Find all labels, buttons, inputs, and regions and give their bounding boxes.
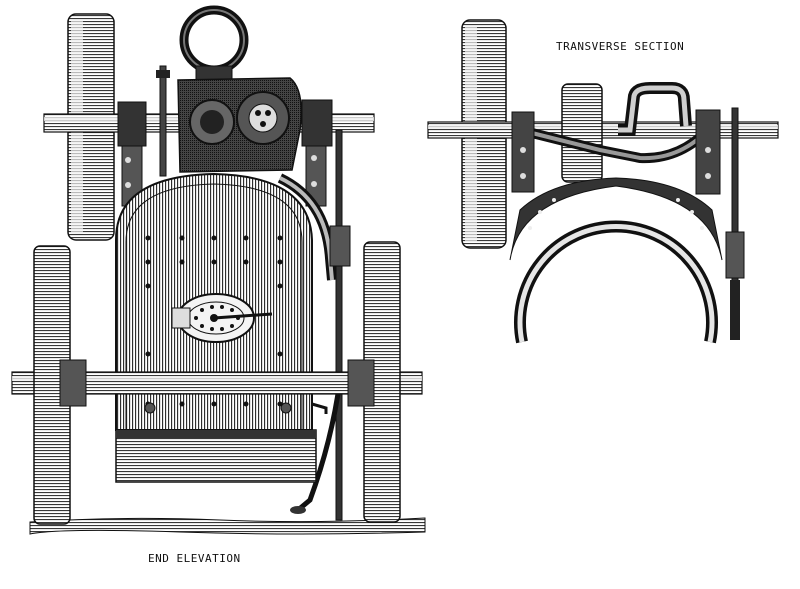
ts-steam-pipe [618, 82, 692, 136]
ashpan [115, 429, 317, 483]
end-elevation-caption: END ELEVATION [148, 552, 241, 565]
wheel-left [33, 245, 87, 525]
cylinder-block [177, 77, 302, 173]
ts-bracket-left [511, 111, 535, 193]
fire-door-handle [210, 312, 273, 322]
bearing-bracket-left [117, 101, 147, 207]
transverse-section-drawing [427, 19, 779, 344]
ts-boiler-shell [509, 177, 723, 344]
rear-axle [11, 371, 423, 395]
end-elevation-drawing [11, 5, 426, 535]
governor-rod [156, 65, 170, 177]
ts-pump-rod [725, 107, 745, 340]
bearing-bracket-right [301, 99, 333, 207]
ts-eccentric [561, 83, 603, 183]
ts-bracket-right [695, 109, 721, 195]
wheel-right [347, 241, 401, 523]
gauge-cocks [144, 402, 328, 414]
transverse-section-caption: TRANSVERSE SECTION [556, 40, 685, 53]
lifting-ring [179, 5, 249, 85]
ts-connecting-rod [518, 124, 714, 164]
ground-line [29, 517, 426, 535]
feed-pump [290, 129, 351, 521]
ts-crankshaft [427, 121, 779, 139]
